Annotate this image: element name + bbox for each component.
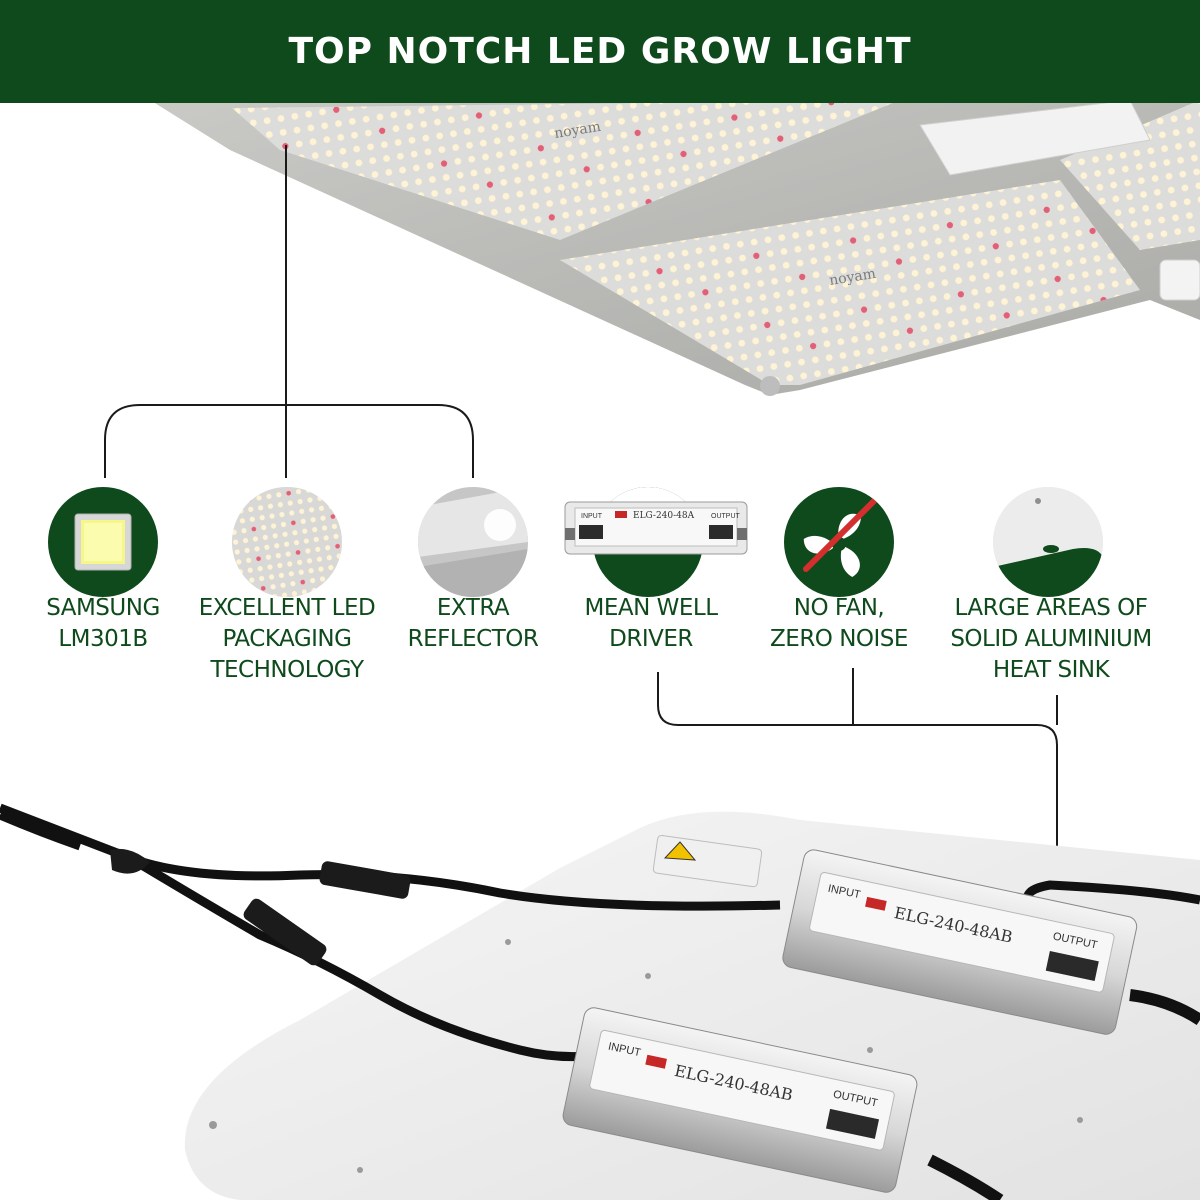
feature-label-no-fan: NO FAN, ZERO NOISE bbox=[770, 595, 908, 652]
no-fan-icon bbox=[784, 487, 894, 597]
led-panel-image: noyam noyam bbox=[150, 99, 1200, 396]
callout-lines-bottom bbox=[657, 668, 1058, 915]
feature-label-led-packaging: EXCELLENT LED PACKAGING TECHNOLOGY bbox=[198, 595, 376, 683]
feature-label-driver: MEAN WELL DRIVER bbox=[584, 595, 718, 652]
feature-label-samsung: SAMSUNG LM301B bbox=[46, 595, 160, 652]
svg-text:INPUT: INPUT bbox=[581, 513, 603, 520]
feature-label-reflector: EXTRA REFLECTOR bbox=[407, 595, 539, 652]
led-chip-icon bbox=[48, 487, 158, 597]
svg-text:noyam: noyam bbox=[553, 119, 602, 142]
heat-sink-icon bbox=[993, 487, 1103, 597]
svg-text:ELG-240-48A: ELG-240-48A bbox=[633, 511, 695, 521]
callout-lines-top bbox=[104, 145, 474, 478]
svg-text:OUTPUT: OUTPUT bbox=[711, 513, 741, 520]
driver-assembly-image: INPUT ELG-240-48AB OUTPUT INPUT ELG-240-… bbox=[0, 803, 1200, 1200]
page-title: TOP NOTCH LED GROW LIGHT bbox=[288, 31, 912, 72]
svg-text:noyam: noyam bbox=[828, 266, 877, 289]
driver-thumbnail: INPUT OUTPUT ELG-240-48A bbox=[564, 501, 748, 555]
reflector-icon bbox=[418, 487, 528, 597]
title-banner: TOP NOTCH LED GROW LIGHT bbox=[0, 0, 1200, 103]
led-packaging-icon bbox=[232, 487, 342, 597]
feature-label-heat-sink: LARGE AREAS OF SOLID ALUMINIUM HEAT SINK bbox=[950, 595, 1152, 683]
